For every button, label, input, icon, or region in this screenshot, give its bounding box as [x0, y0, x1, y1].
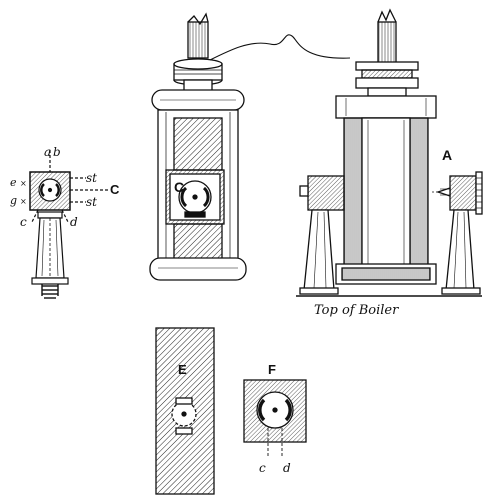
label-C: C — [110, 182, 120, 197]
engine-on-boiler-view — [296, 8, 483, 297]
left-pivot-block — [307, 175, 345, 211]
label-e: e — [10, 176, 17, 189]
label-g: g — [10, 194, 17, 207]
valve-plate-E — [155, 327, 215, 495]
label-c: c — [20, 215, 27, 229]
right-pivot-block — [449, 175, 477, 211]
label-e-cross: × — [20, 179, 27, 188]
label-st-bottom: st — [86, 195, 97, 209]
label-F-c: c — [259, 461, 266, 475]
label-A: A — [442, 147, 452, 163]
label-g-cross: × — [20, 197, 27, 206]
label-F: F — [268, 362, 276, 377]
steam-pipe — [209, 34, 351, 61]
label-a: a — [44, 145, 51, 159]
middle-piston-rod — [187, 21, 209, 59]
valve-plate-F — [243, 379, 307, 458]
small-screw-thread — [41, 284, 59, 299]
label-C-face: C — [174, 179, 184, 195]
small-column-view — [29, 150, 108, 299]
small-valve-block — [29, 171, 71, 211]
label-b: b — [53, 145, 61, 159]
right-piston-rod — [377, 21, 397, 65]
boiler-caption: Top of Boiler — [314, 303, 399, 318]
label-F-d: d — [283, 461, 291, 475]
label-st-top: st — [86, 171, 97, 185]
oscillating-cylinder-view — [149, 12, 351, 281]
label-d: d — [70, 215, 78, 229]
label-E: E — [178, 362, 187, 377]
